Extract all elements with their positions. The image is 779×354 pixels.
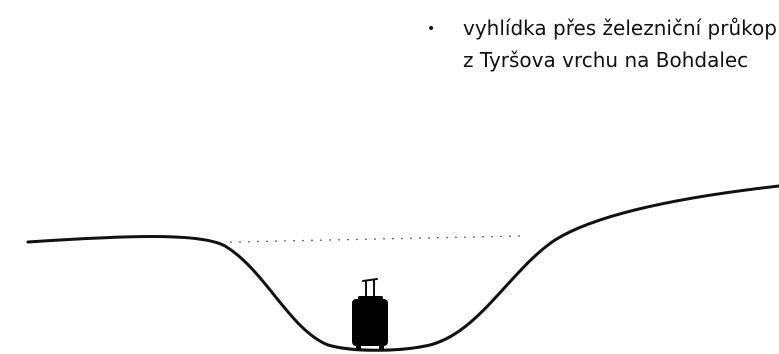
bullet-list: • vyhlídka přes železniční průkop z Tyrš… xyxy=(427,12,779,76)
suitcase-icon xyxy=(352,278,388,350)
bullet-dot-icon: • xyxy=(427,21,436,37)
bullet-item: • vyhlídka přes železniční průkop z Tyrš… xyxy=(427,12,779,76)
bullet-text: vyhlídka přes železniční průkop z Tyršov… xyxy=(463,16,777,72)
terrain-profile xyxy=(26,184,779,352)
sight-line xyxy=(230,235,522,243)
